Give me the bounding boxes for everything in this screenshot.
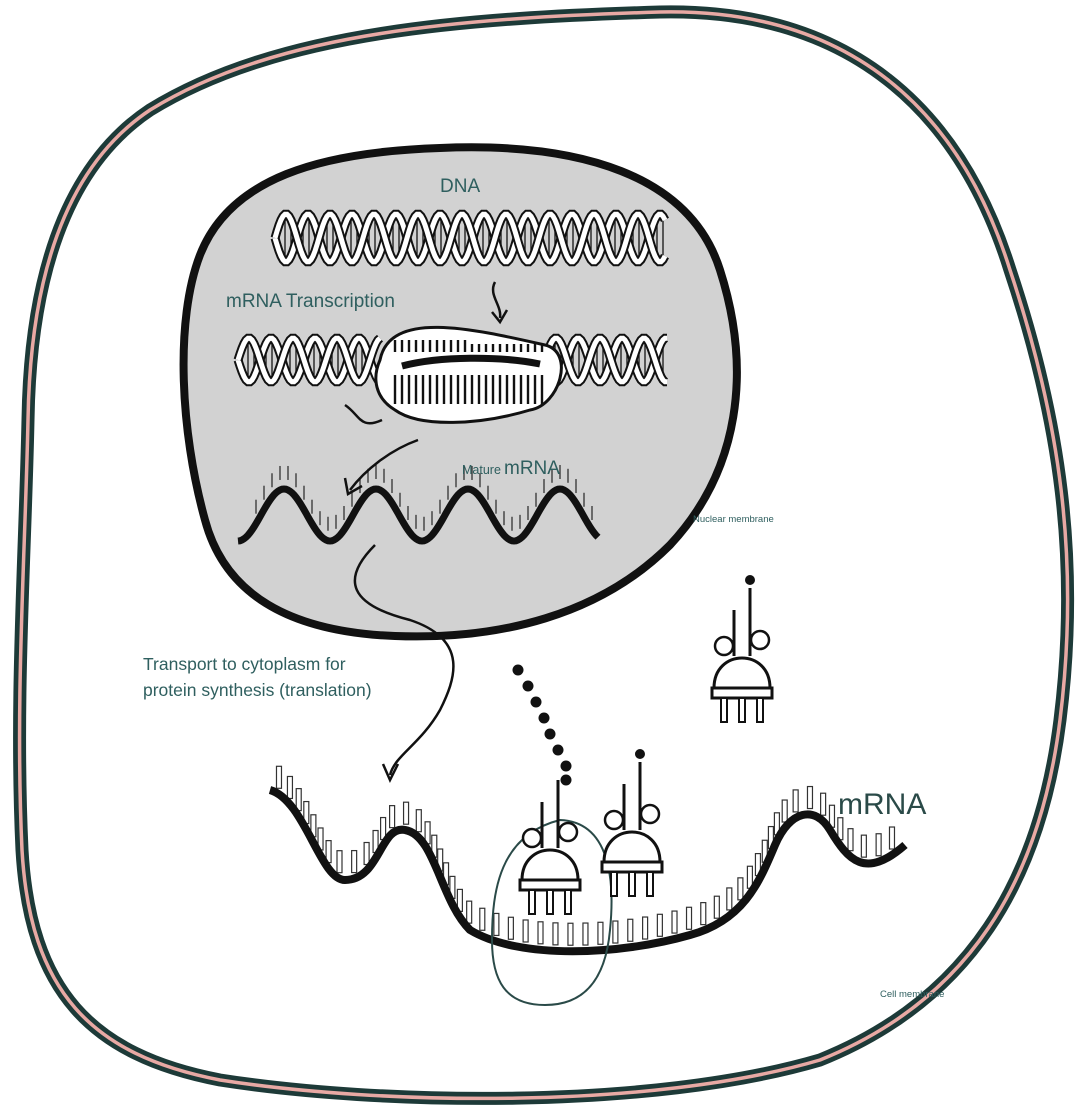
cytoplasm-mrna-strand bbox=[270, 766, 905, 951]
mrna-base bbox=[613, 921, 618, 943]
mrna-base bbox=[598, 922, 603, 944]
mrna-base bbox=[807, 787, 812, 809]
mrna-base bbox=[821, 793, 826, 815]
mrna-base bbox=[553, 923, 558, 945]
mrna-base bbox=[687, 907, 692, 929]
anticodon-leg bbox=[757, 698, 763, 722]
mature-prefix-label: Mature bbox=[462, 463, 501, 477]
mrna-base bbox=[494, 913, 499, 935]
peptide-bead bbox=[531, 697, 542, 708]
anticodon-leg bbox=[611, 872, 617, 896]
anticodon-leg bbox=[529, 890, 535, 914]
trna-body bbox=[522, 850, 578, 880]
trna-free bbox=[712, 575, 772, 722]
mrna-base bbox=[568, 923, 573, 945]
transcription-label: mRNA Transcription bbox=[226, 291, 395, 312]
trna-base bbox=[602, 862, 662, 872]
dna-label: DNA bbox=[440, 176, 480, 197]
nuclear-membrane-label: Nuclear membrane bbox=[693, 514, 774, 525]
mrna-base bbox=[738, 878, 743, 900]
transcription-bubble bbox=[376, 327, 561, 422]
trna-loop bbox=[523, 829, 541, 847]
transport-label-line1: Transport to cytoplasm for bbox=[143, 654, 346, 674]
trna-body bbox=[604, 832, 660, 862]
mrna-base bbox=[508, 917, 513, 939]
trna-base bbox=[712, 688, 772, 698]
mrna-base bbox=[416, 810, 421, 832]
anticodon-leg bbox=[721, 698, 727, 722]
mrna-base bbox=[643, 917, 648, 939]
anticodon-leg bbox=[647, 872, 653, 896]
mrna-base bbox=[364, 843, 369, 865]
peptide-bead bbox=[523, 681, 534, 692]
mrna-base bbox=[861, 835, 866, 857]
mrna-base bbox=[672, 911, 677, 933]
peptide-bead bbox=[561, 761, 572, 772]
mrna-label: mRNA bbox=[838, 788, 926, 821]
trna-loop bbox=[559, 823, 577, 841]
mrna-base bbox=[876, 834, 881, 856]
peptide-bead bbox=[513, 665, 524, 676]
trna-loop bbox=[715, 637, 733, 655]
mrna-base bbox=[848, 829, 853, 851]
peptide-bead bbox=[553, 745, 564, 756]
anticodon-leg bbox=[739, 698, 745, 722]
mrna-base bbox=[701, 903, 706, 925]
amino-acid bbox=[635, 749, 645, 759]
transport-label-line2: protein synthesis (translation) bbox=[143, 680, 372, 700]
mrna-base bbox=[276, 766, 281, 788]
trna-p-site bbox=[513, 665, 581, 915]
mrna-base bbox=[287, 776, 292, 798]
mrna-base bbox=[793, 790, 798, 812]
mrna-base bbox=[390, 806, 395, 828]
mrna-base bbox=[628, 919, 633, 941]
mrna-base bbox=[727, 888, 732, 910]
anticodon-leg bbox=[565, 890, 571, 914]
trna-loop bbox=[605, 811, 623, 829]
trna-group bbox=[513, 575, 773, 914]
anticodon-leg bbox=[547, 890, 553, 914]
peptide-bead bbox=[561, 775, 572, 786]
trna-loop bbox=[751, 631, 769, 649]
trna-loop bbox=[641, 805, 659, 823]
trna-base bbox=[520, 880, 580, 890]
mrna-base bbox=[583, 923, 588, 945]
mrna-base bbox=[337, 851, 342, 873]
mrna-base bbox=[352, 851, 357, 873]
peptide-bead bbox=[539, 713, 550, 724]
mrna-base bbox=[657, 914, 662, 936]
mrna-base bbox=[404, 802, 409, 824]
trna-body bbox=[714, 658, 770, 688]
cell-membrane-label: Cell membrane bbox=[880, 989, 944, 1000]
mrna-base bbox=[538, 922, 543, 944]
mrna-base bbox=[714, 896, 719, 918]
mrna-base bbox=[467, 901, 472, 923]
mrna-base bbox=[889, 827, 894, 849]
mrna-base bbox=[480, 908, 485, 930]
amino-acid bbox=[745, 575, 755, 585]
peptide-bead bbox=[545, 729, 556, 740]
mrna-base bbox=[523, 920, 528, 942]
trna-a-site bbox=[602, 749, 662, 896]
anticodon-leg bbox=[629, 872, 635, 896]
mature-mrna-label: mRNA bbox=[504, 458, 560, 479]
mrna-base bbox=[782, 800, 787, 822]
dna-double-helix bbox=[275, 214, 665, 262]
